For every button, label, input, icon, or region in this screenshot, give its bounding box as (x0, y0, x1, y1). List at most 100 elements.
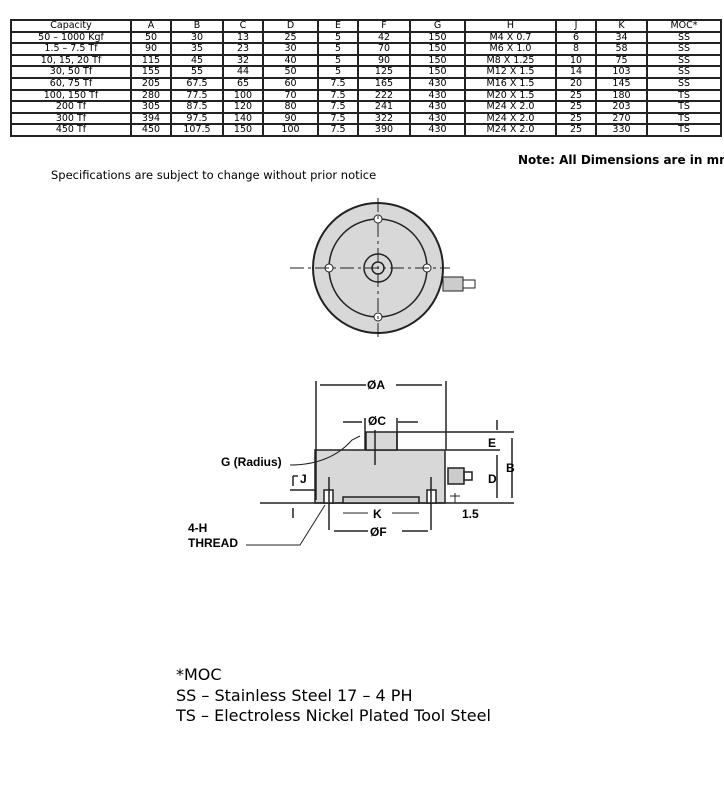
table-cell: 300 Tf (10, 111, 132, 126)
table-cell: 430 (409, 77, 466, 91)
table-cell: 305 (130, 100, 172, 114)
table-cell: 60, 75 Tf (10, 77, 132, 91)
table-cell: M24 X 2.0 (464, 111, 557, 126)
table-cell: 145 (595, 77, 648, 91)
table-cell: 150 (409, 65, 466, 79)
top-view (290, 198, 476, 340)
table-cell: 77.5 (170, 88, 224, 103)
table-cell: 241 (357, 100, 411, 114)
g-radius-label: G (Radius) (221, 455, 282, 469)
table-cell: 120 (222, 100, 264, 114)
table-cell: TS (646, 111, 722, 126)
table-cell: 60 (262, 77, 319, 91)
table-cell: 100 (222, 88, 264, 103)
gap-label: 1.5 (462, 507, 479, 521)
column-header: MOC* (646, 19, 722, 33)
table-cell: 107.5 (170, 123, 224, 137)
table-cell: 25 (555, 123, 597, 137)
column-header: A (130, 19, 172, 33)
table-cell: 40 (262, 53, 319, 68)
table-cell: M20 X 1.5 (464, 88, 557, 103)
table-cell: 450 (130, 123, 172, 137)
table-cell: 280 (130, 88, 172, 103)
table-cell: TS (646, 100, 722, 114)
thread-label-1: 4-H (188, 521, 207, 535)
table-cell: 10 (555, 53, 597, 68)
column-header: C (222, 19, 264, 33)
table-cell: 270 (595, 111, 648, 126)
column-header: F (357, 19, 411, 33)
table-cell: M8 X 1.25 (464, 53, 557, 68)
table-cell: 180 (595, 88, 648, 103)
table-cell: TS (646, 88, 722, 103)
table-cell: 14 (555, 65, 597, 79)
table-cell: 203 (595, 100, 648, 114)
table-cell: 394 (130, 111, 172, 126)
table-cell: SS (646, 77, 722, 91)
table-cell: 70 (262, 88, 319, 103)
table-cell: 75 (595, 53, 648, 68)
table-cell: TS (646, 123, 722, 137)
table-cell: 10, 15, 20 Tf (10, 53, 132, 68)
spec-notice: Specifications are subject to change wit… (51, 168, 377, 182)
table-cell: 150 (409, 53, 466, 68)
table-cell: 7.5 (317, 123, 359, 137)
dim-f-label: ØF (370, 525, 387, 539)
column-header: J (555, 19, 597, 33)
column-header: B (170, 19, 224, 33)
table-cell: 67.5 (170, 77, 224, 91)
dim-c-label: ØC (368, 414, 386, 428)
table-cell: M12 X 1.5 (464, 65, 557, 79)
table-cell: 205 (130, 77, 172, 91)
table-cell: 125 (357, 65, 411, 79)
moc-title: *MOC (176, 665, 222, 684)
table-cell: 50 (262, 65, 319, 79)
table-cell: 44 (222, 65, 264, 79)
table-cell: 100, 150 Tf (10, 88, 132, 103)
column-header: G (409, 19, 466, 33)
table-cell: 322 (357, 111, 411, 126)
table-cell: 150 (222, 123, 264, 137)
column-header: D (262, 19, 319, 33)
table-cell: M24 X 2.0 (464, 100, 557, 114)
dim-a-label: ØA (367, 378, 385, 392)
table-cell: 25 (555, 88, 597, 103)
table-cell: 90 (262, 111, 319, 126)
moc-ts: TS – Electroless Nickel Plated Tool Stee… (176, 706, 491, 725)
table-cell: 330 (595, 123, 648, 137)
table-cell: 140 (222, 111, 264, 126)
dim-e-label: E (488, 436, 496, 450)
table-cell: 50 (130, 30, 172, 45)
dimensions-note: Note: All Dimensions are in mm (518, 153, 724, 167)
table-cell: SS (646, 30, 722, 45)
column-header: E (317, 19, 359, 33)
table-cell: 430 (409, 123, 466, 137)
table-cell: 430 (409, 100, 466, 114)
table-cell: M24 X 2.0 (464, 123, 557, 137)
moc-ss: SS – Stainless Steel 17 – 4 PH (176, 686, 413, 705)
table-cell: SS (646, 53, 722, 68)
table-cell: 7.5 (317, 77, 359, 91)
table-cell: 165 (357, 77, 411, 91)
dim-j-label: J (300, 472, 307, 486)
dim-b-label: B (506, 461, 515, 475)
table-cell: 430 (409, 88, 466, 103)
table-cell: 100 (262, 123, 319, 137)
table-cell: 155 (130, 65, 172, 79)
table-cell: 65 (222, 77, 264, 91)
dim-d-label: D (488, 472, 497, 486)
table-cell: 97.5 (170, 111, 224, 126)
table-cell: 103 (595, 65, 648, 79)
table-cell: 390 (357, 123, 411, 137)
table-cell: 25 (555, 111, 597, 126)
